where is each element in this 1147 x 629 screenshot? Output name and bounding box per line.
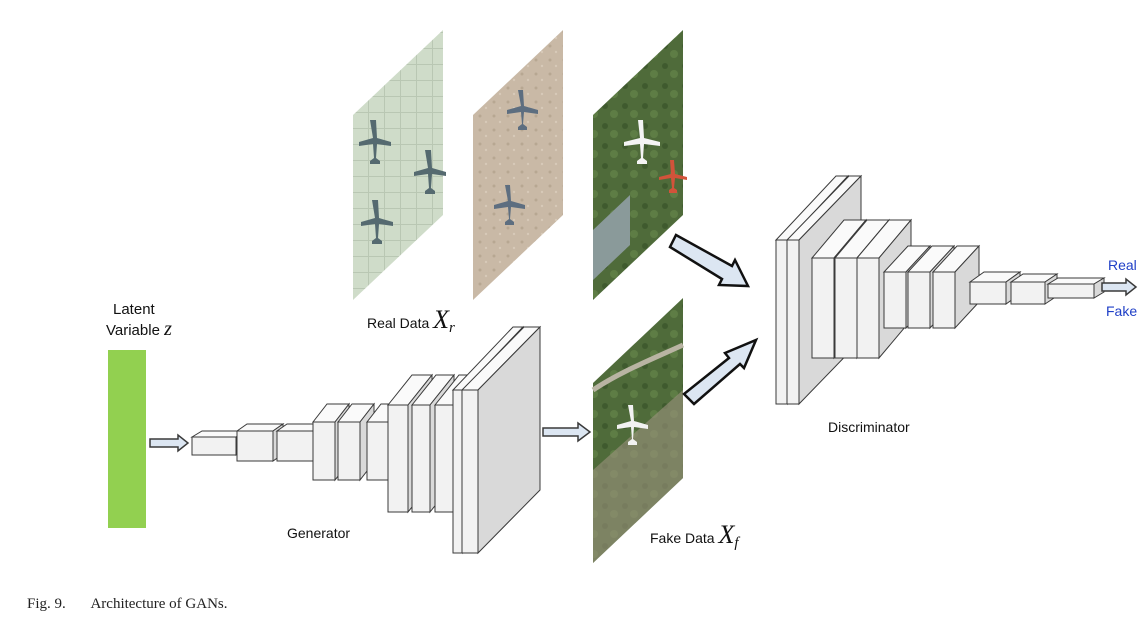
discriminator-layer-8 [931, 244, 981, 330]
fake-image [591, 298, 685, 563]
fake-data-symbol: X [718, 520, 735, 549]
latent-label-line2: Variable [106, 322, 160, 339]
generator-label: Generator [287, 525, 351, 541]
discriminator-network [774, 174, 1106, 406]
real-image-3 [593, 30, 687, 300]
output-real-label: Real [1108, 257, 1137, 273]
real-to-discriminator-arrow [668, 233, 751, 288]
fake-data-subscript: f [734, 534, 739, 551]
discriminator-layer-11 [1046, 277, 1106, 299]
latent-symbol: z [164, 318, 172, 340]
latent-label-line1: Latent [113, 301, 155, 318]
real-data-label: Real Data Xr [367, 305, 455, 337]
real-data-text: Real Data [367, 315, 430, 331]
real-data-symbol: X [433, 305, 450, 334]
real-image-2 [473, 30, 563, 300]
discriminator-output-arrow [1101, 277, 1138, 297]
fake-to-discriminator-arrow [682, 337, 759, 406]
output-fake-label: Fake [1106, 303, 1138, 319]
figure-caption: Fig. 9. Architecture of GANs. [27, 596, 228, 613]
generator-network [190, 325, 542, 555]
caption-number: Fig. 9. [27, 596, 66, 612]
fake-data-label: Fake Data Xf [650, 520, 739, 552]
generator-layer-11 [460, 325, 542, 555]
discriminator-label: Discriminator [828, 419, 910, 435]
latent-to-generator-arrow [149, 433, 190, 453]
real-data-subscript: r [449, 319, 455, 336]
generator-layer-2 [235, 423, 285, 462]
generator-to-fake-arrow [542, 421, 592, 443]
real-image-1 [353, 30, 446, 300]
latent-label: Variable z [106, 318, 172, 341]
fake-data-text: Fake Data [650, 530, 715, 546]
caption-text: Architecture of GANs. [90, 596, 228, 612]
latent-variable-bar [108, 350, 146, 528]
